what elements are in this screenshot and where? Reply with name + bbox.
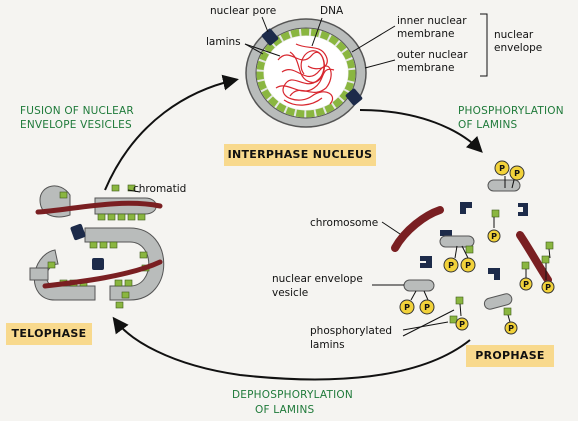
svg-text:P: P bbox=[404, 303, 410, 312]
svg-text:P: P bbox=[499, 164, 505, 173]
phosphate-5: P bbox=[487, 229, 501, 243]
phosphate-9: P bbox=[419, 299, 435, 315]
phosphate-6: P bbox=[519, 277, 533, 291]
svg-text:P: P bbox=[523, 280, 529, 289]
phosphate-1: P bbox=[494, 160, 510, 176]
label-outer-membrane-2: membrane bbox=[397, 62, 454, 74]
label-inner-membrane-2: membrane bbox=[397, 28, 454, 40]
label-vesicle-1: nuclear envelope bbox=[272, 273, 363, 285]
label-nuclear-envelope-2: envelope bbox=[494, 42, 542, 54]
prophase-fragments bbox=[391, 175, 554, 324]
stage-prophase: PROPHASE bbox=[466, 345, 554, 367]
label-dephosphorylation-1: DEPHOSPHORYLATION bbox=[232, 389, 353, 401]
svg-text:P: P bbox=[465, 261, 471, 270]
label-fusion-1: FUSION OF NUCLEAR bbox=[20, 105, 134, 117]
prophase-leaders bbox=[372, 221, 455, 337]
nucleus-leaders bbox=[244, 13, 488, 77]
label-phosphorylation-1: PHOSPHORYLATION bbox=[458, 105, 564, 117]
svg-text:P: P bbox=[491, 232, 497, 241]
svg-text:P: P bbox=[448, 261, 454, 270]
label-nuclear-pore: nuclear pore bbox=[210, 5, 276, 17]
label-lamins: lamins bbox=[206, 36, 241, 48]
label-outer-membrane-1: outer nuclear bbox=[397, 49, 468, 61]
svg-text:P: P bbox=[508, 324, 514, 333]
svg-text:P: P bbox=[459, 320, 465, 329]
telophase-nucleus bbox=[29, 184, 165, 309]
phosphate-group: P P P P P P P P P P P bbox=[399, 160, 555, 335]
interphase-nucleus bbox=[245, 18, 367, 128]
label-dephosphorylation-2: OF LAMINS bbox=[255, 404, 315, 416]
label-inner-membrane-1: inner nuclear bbox=[397, 15, 467, 27]
arrow-dephosphorylation bbox=[112, 316, 471, 381]
phosphate-3: P bbox=[443, 257, 459, 273]
label-phosphorylated-lamins-1: phosphorylated bbox=[310, 325, 392, 337]
phosphate-10: P bbox=[455, 317, 469, 331]
label-fusion-2: ENVELOPE VESICLES bbox=[20, 119, 132, 131]
phosphate-7: P bbox=[541, 280, 555, 294]
label-vesicle-2: vesicle bbox=[272, 287, 308, 299]
label-chromosome: chromosome bbox=[310, 217, 378, 229]
svg-text:P: P bbox=[545, 283, 551, 292]
label-chromatid: chromatid bbox=[133, 183, 186, 195]
phosphate-11: P bbox=[504, 321, 518, 335]
arrow-fusion bbox=[104, 74, 239, 191]
stage-telophase: TELOPHASE bbox=[6, 323, 92, 345]
phosphate-2: P bbox=[509, 165, 525, 181]
svg-text:P: P bbox=[424, 303, 430, 312]
label-phosphorylated-lamins-2: lamins bbox=[310, 339, 345, 351]
leader-chromatid bbox=[127, 189, 141, 193]
label-phosphorylation-2: OF LAMINS bbox=[458, 119, 518, 131]
label-dna: DNA bbox=[320, 5, 344, 17]
arrow-phosphorylation bbox=[359, 109, 483, 153]
label-nuclear-envelope-1: nuclear bbox=[494, 29, 534, 41]
svg-text:P: P bbox=[514, 169, 520, 178]
stage-interphase-nucleus: INTERPHASE NUCLEUS bbox=[224, 144, 376, 166]
dna-tangle bbox=[275, 43, 335, 106]
phosphate-8: P bbox=[399, 299, 415, 315]
phosphate-4: P bbox=[460, 257, 476, 273]
